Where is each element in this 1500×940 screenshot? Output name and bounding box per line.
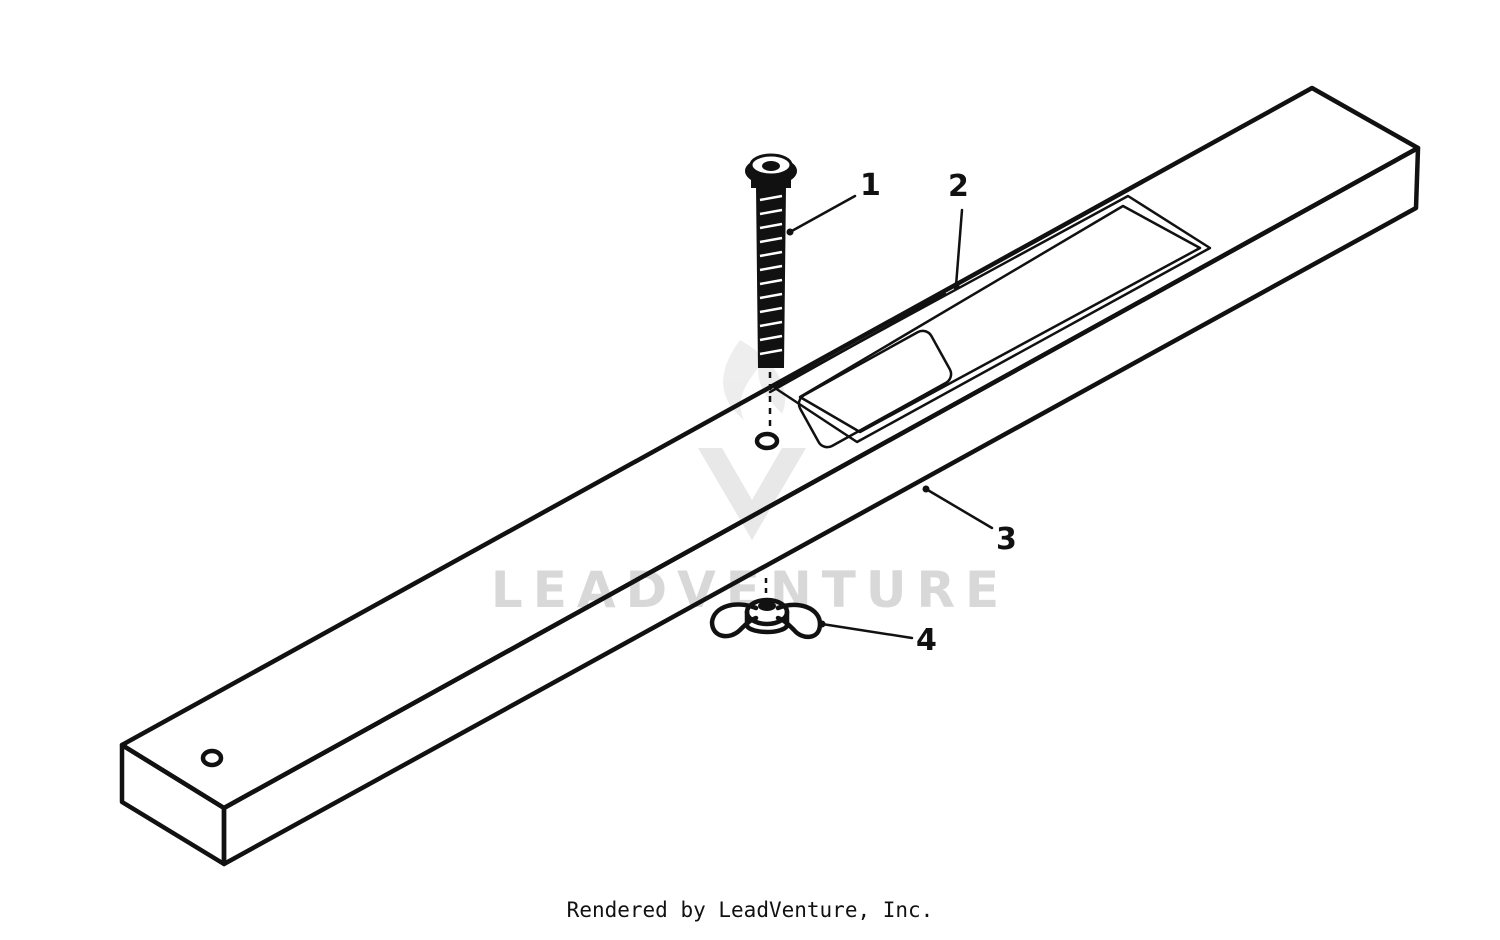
callout-4: 4 (916, 623, 937, 658)
callout-1: 1 (860, 168, 881, 203)
watermark-logo (698, 340, 806, 540)
leader-line-2 (954, 208, 964, 288)
decal-label (773, 194, 1212, 449)
wing-nut-part (709, 578, 823, 639)
leader-lines (786, 194, 994, 640)
leader-line-1 (788, 194, 857, 234)
bolt-part (745, 153, 797, 430)
leader-dot-3 (922, 485, 930, 493)
callout-3: 3 (996, 522, 1017, 557)
render-credit: Rendered by LeadVenture, Inc. (566, 898, 934, 922)
leader-line-4 (820, 622, 914, 640)
watermark-text: LEADVENTURE (491, 561, 1009, 619)
leader-dot-1 (786, 228, 794, 236)
leader-dot-4 (818, 620, 826, 628)
leader-line-3 (924, 487, 994, 530)
leader-dot-2 (952, 282, 960, 290)
callout-2: 2 (948, 169, 969, 204)
